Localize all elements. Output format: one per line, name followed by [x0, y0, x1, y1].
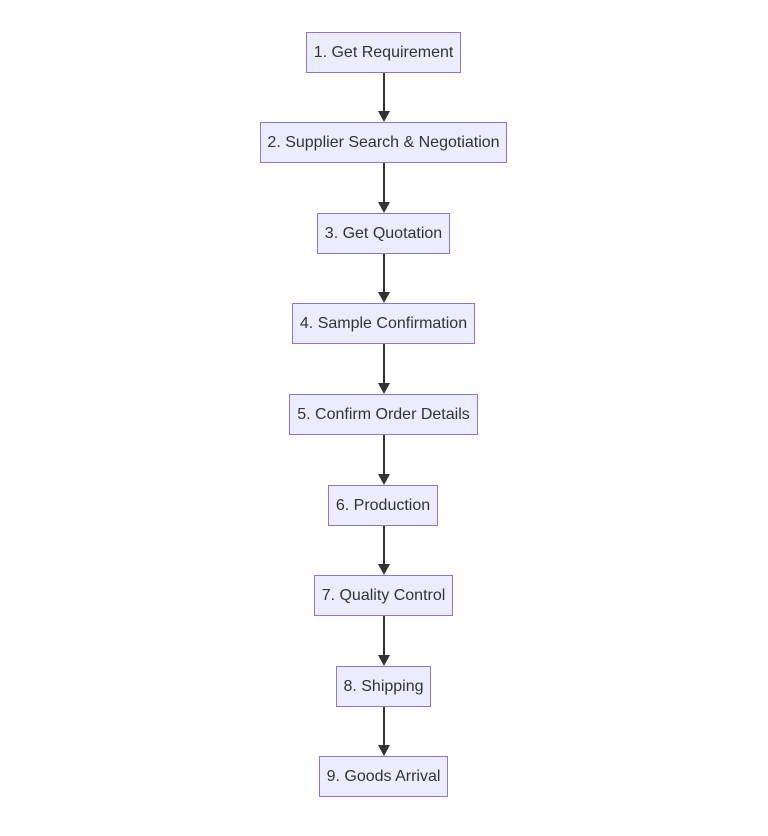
step-5-confirm-order-details: 5. Confirm Order Details: [289, 394, 478, 435]
arrow-down-icon: [378, 383, 390, 394]
step-8-shipping: 8. Shipping: [336, 666, 431, 707]
connector-8-to-9: [383, 707, 385, 745]
connector-2-to-3: [383, 163, 385, 202]
connector-6-to-7: [383, 526, 385, 564]
arrow-down-icon: [378, 745, 390, 756]
connector-3-to-4: [383, 254, 385, 292]
connector-5-to-6: [383, 435, 385, 474]
step-2-supplier-search-negotiation: 2. Supplier Search & Negotiation: [260, 122, 507, 163]
step-7-quality-control: 7. Quality Control: [314, 575, 453, 616]
step-4-sample-confirmation: 4. Sample Confirmation: [292, 303, 475, 344]
arrow-down-icon: [378, 564, 390, 575]
connector-1-to-2: [383, 73, 385, 111]
arrow-down-icon: [378, 474, 390, 485]
arrow-down-icon: [378, 111, 390, 122]
arrow-down-icon: [378, 202, 390, 213]
step-9-goods-arrival: 9. Goods Arrival: [319, 756, 448, 797]
connector-4-to-5: [383, 344, 385, 383]
connector-7-to-8: [383, 616, 385, 655]
step-6-production: 6. Production: [328, 485, 438, 526]
arrow-down-icon: [378, 292, 390, 303]
arrow-down-icon: [378, 655, 390, 666]
step-3-get-quotation: 3. Get Quotation: [317, 213, 450, 254]
step-1-get-requirement: 1. Get Requirement: [306, 32, 461, 73]
